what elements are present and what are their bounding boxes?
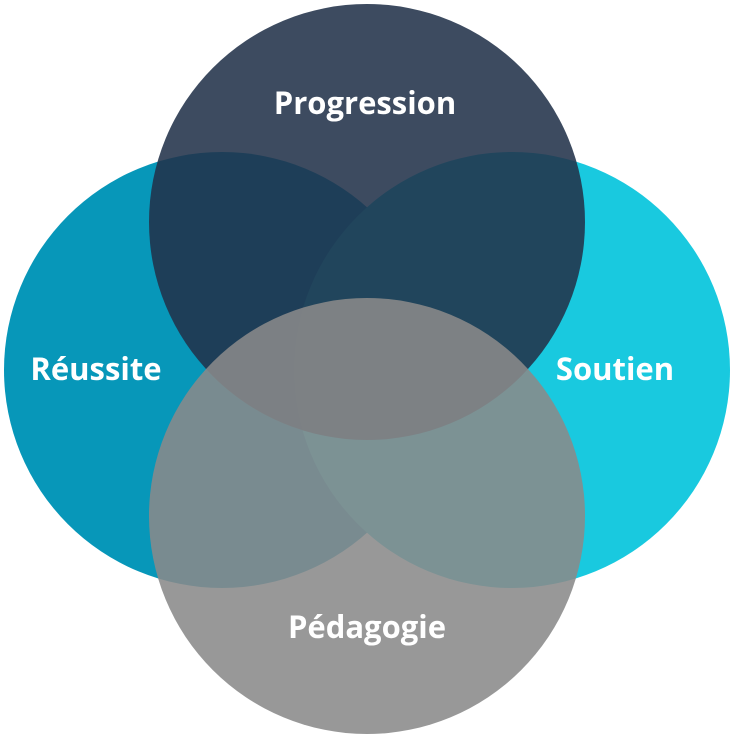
reussite-label: Réussite (30, 348, 161, 390)
soutien-label: Soutien (556, 348, 674, 390)
progression-label: Progression (274, 82, 457, 124)
pedagogie-circle (149, 298, 585, 734)
pedagogie-label: Pédagogie (288, 606, 446, 648)
